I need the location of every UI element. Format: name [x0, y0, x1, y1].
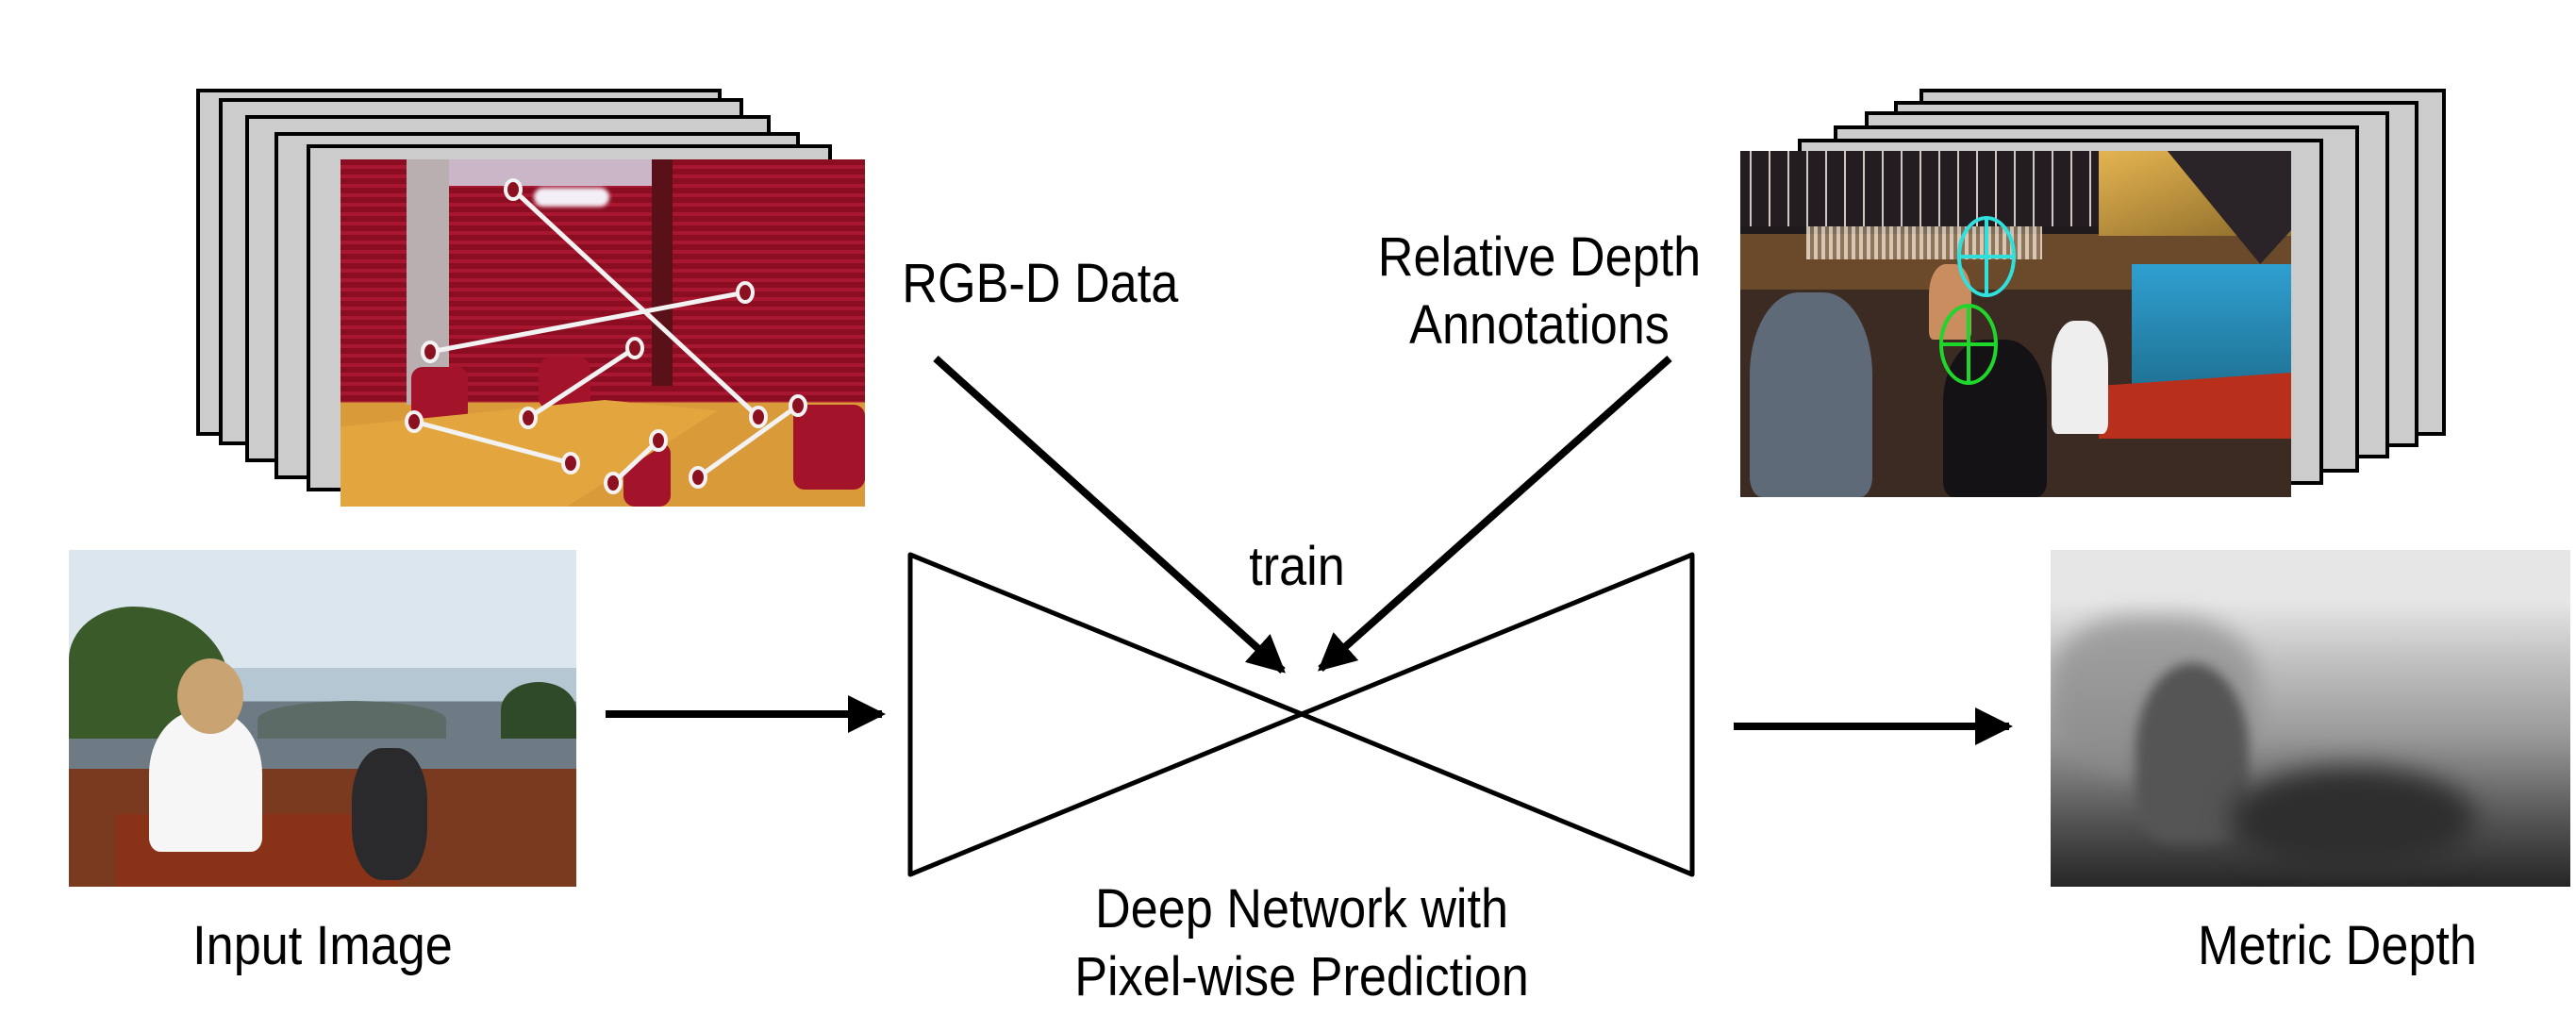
network-decoder-shape — [1299, 552, 1695, 877]
network-encoder-shape — [907, 552, 1305, 877]
metric-depth-label: Metric Depth — [2198, 915, 2477, 976]
input-image-label: Input Image — [192, 915, 453, 976]
relative-depth-train-arrow — [1318, 356, 1672, 672]
network-label: Deep Network with Pixel-wise Prediction — [1005, 882, 1599, 1005]
relative-depth-label-line2: Annotations — [1409, 294, 1670, 356]
network-label-line2: Pixel-wise Prediction — [1074, 946, 1529, 1007]
rgbd-data-label: RGB-D Data — [902, 253, 1179, 314]
metric-depth-image — [2051, 550, 2570, 887]
relative-depth-label-line1: Relative Depth — [1377, 226, 1702, 288]
bar-photo — [1740, 151, 2291, 497]
input-image — [69, 550, 576, 887]
rgbd-train-arrow — [933, 356, 1286, 674]
train-label: train — [1249, 536, 1345, 597]
network-label-line1: Deep Network with — [1094, 878, 1509, 940]
rgbd-photo — [341, 159, 865, 507]
relative-depth-label: Relative Depth Annotations — [1370, 230, 1709, 353]
